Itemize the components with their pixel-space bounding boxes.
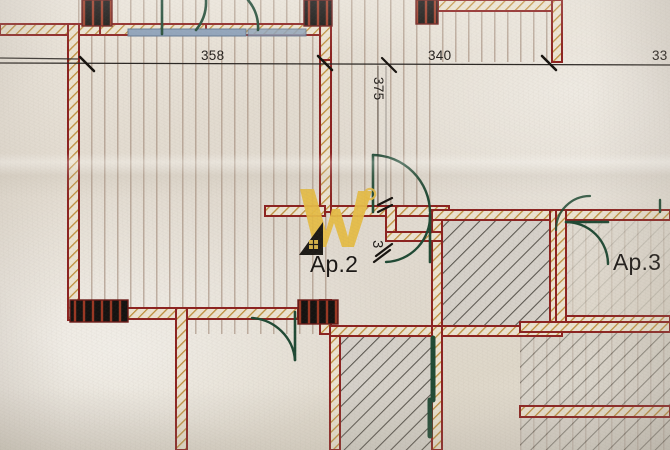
unit-label-ap2: Ap.2 xyxy=(310,251,359,277)
dimension-label-375: 375 xyxy=(371,77,386,101)
dimension-label-3: 3 xyxy=(369,240,386,249)
dimension-label-358: 358 xyxy=(201,48,225,63)
dimension-label-330: 33 xyxy=(652,48,668,63)
dimension-label-340: 340 xyxy=(428,48,452,63)
unit-label-ap3: Ap.3 xyxy=(613,249,662,275)
